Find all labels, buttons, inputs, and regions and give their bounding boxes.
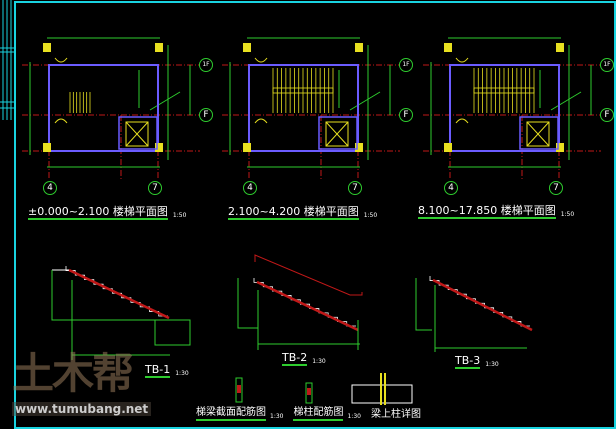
- plan-title-2: 2.100~4.200 楼梯平面图: [228, 205, 359, 220]
- axis-marker-f: F: [399, 108, 413, 122]
- stair-plan-3: [422, 37, 602, 181]
- detail-title-beam: 梯梁截面配筋图: [196, 407, 266, 421]
- section-scale-tb2: 1:30: [312, 358, 326, 365]
- axis-marker-f: F: [600, 108, 614, 122]
- axis-marker-4: 4: [243, 181, 257, 195]
- section-title-row-tb2: TB-2 1:30: [282, 352, 326, 366]
- detail-title-beam-column: 梁上柱详图: [370, 409, 421, 420]
- stair-section-tb1: [51, 266, 191, 360]
- drawing-frame: [14, 1, 616, 429]
- stair-plan-2: [221, 37, 401, 181]
- watermark-logo: 土木帮: [12, 349, 134, 398]
- section-scale-tb3: 1:30: [485, 361, 499, 368]
- left-toolbar[interactable]: [0, 0, 15, 120]
- axis-marker-1f: 1F: [199, 58, 213, 72]
- detail-scale-column: 1:30: [347, 413, 361, 420]
- stair-plan-1: [21, 37, 201, 181]
- plan-scale-1: 1:50: [172, 212, 187, 219]
- plan-title-row-3: 8.100~17.850 楼梯平面图 1:50: [418, 205, 574, 219]
- axis-marker-7: 7: [348, 181, 362, 195]
- plan-scale-3: 1:50: [560, 211, 575, 218]
- detail-drawings: [235, 373, 413, 405]
- section-title-row-tb1: TB-1 1:30: [145, 364, 189, 378]
- plan-title-1: ±0.000~2.100 楼梯平面图: [28, 205, 168, 220]
- section-label-tb2: TB-2: [282, 351, 308, 366]
- axis-marker-7: 7: [148, 181, 162, 195]
- axis-marker-1f: 1F: [600, 58, 614, 72]
- axis-marker-4: 4: [43, 181, 57, 195]
- plan-scale-2: 1:50: [363, 212, 378, 219]
- axis-marker-f: F: [199, 108, 213, 122]
- stair-section-tb3: [415, 276, 533, 352]
- axis-marker-1f: 1F: [399, 58, 413, 72]
- axis-marker-7: 7: [549, 181, 563, 195]
- detail-scale-beam: 1:30: [270, 413, 284, 420]
- watermark-url: www.tumubang.net: [12, 402, 152, 416]
- detail-title-column: 梯柱配筋图: [293, 407, 344, 421]
- landing-beam: [272, 87, 334, 94]
- section-title-row-tb3: TB-3 1:30: [455, 355, 499, 369]
- plan-title-3: 8.100~17.850 楼梯平面图: [418, 204, 556, 219]
- stair-section-tb2: [237, 254, 363, 350]
- plan-title-row-1: ±0.000~2.100 楼梯平面图 1:50: [28, 206, 186, 220]
- landing-beam: [473, 87, 535, 94]
- section-scale-tb1: 1:30: [175, 370, 189, 377]
- plan-title-row-2: 2.100~4.200 楼梯平面图 1:50: [228, 206, 377, 220]
- section-label-tb3: TB-3: [455, 354, 481, 369]
- detail-titles-row: 梯梁截面配筋图 1:30 梯柱配筋图 1:30 梁上柱详图: [196, 407, 421, 421]
- section-label-tb1: TB-1: [145, 363, 171, 378]
- axis-marker-4: 4: [444, 181, 458, 195]
